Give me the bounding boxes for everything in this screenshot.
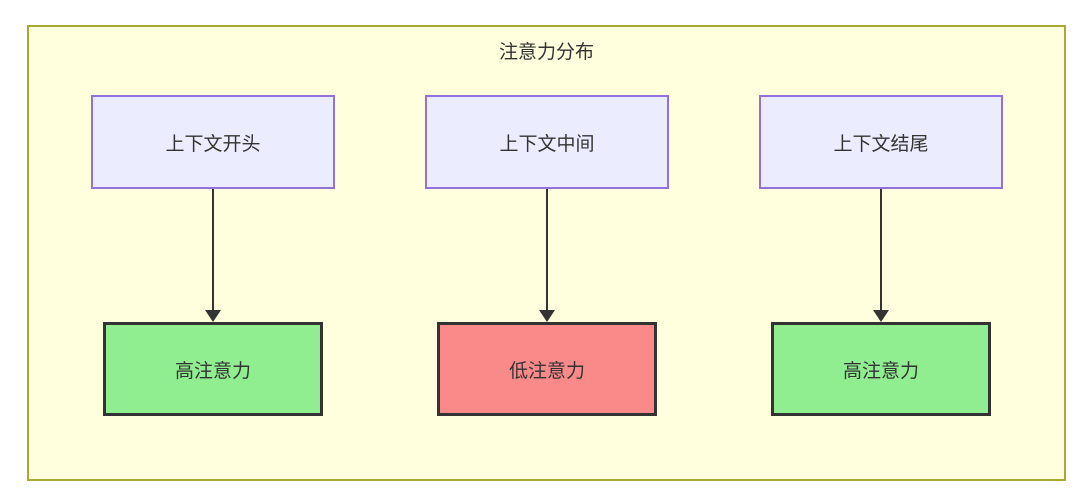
node-context-end: 上下文结尾 <box>759 95 1003 189</box>
arrow-head <box>873 310 889 322</box>
down-arrow-icon <box>539 189 555 322</box>
node-high-attention-end: 高注意力 <box>771 322 991 416</box>
column-context-middle: 上下文中间 低注意力 <box>425 95 669 425</box>
arrow-head <box>205 310 221 322</box>
node-high-attention-start: 高注意力 <box>103 322 323 416</box>
arrow-line <box>212 189 214 310</box>
arrow-line <box>880 189 882 310</box>
node-context-middle: 上下文中间 <box>425 95 669 189</box>
node-context-start: 上下文开头 <box>91 95 335 189</box>
column-context-start: 上下文开头 高注意力 <box>91 95 335 425</box>
down-arrow-icon <box>873 189 889 322</box>
arrow-line <box>546 189 548 310</box>
arrow-head <box>539 310 555 322</box>
column-context-end: 上下文结尾 高注意力 <box>759 95 1003 425</box>
node-low-attention-middle: 低注意力 <box>437 322 657 416</box>
diagram-title: 注意力分布 <box>498 42 594 63</box>
down-arrow-icon <box>205 189 221 322</box>
attention-distribution-container: 注意力分布 上下文开头 高注意力 上下文中间 低注意力 上下文结尾 高注意力 <box>27 25 1066 481</box>
